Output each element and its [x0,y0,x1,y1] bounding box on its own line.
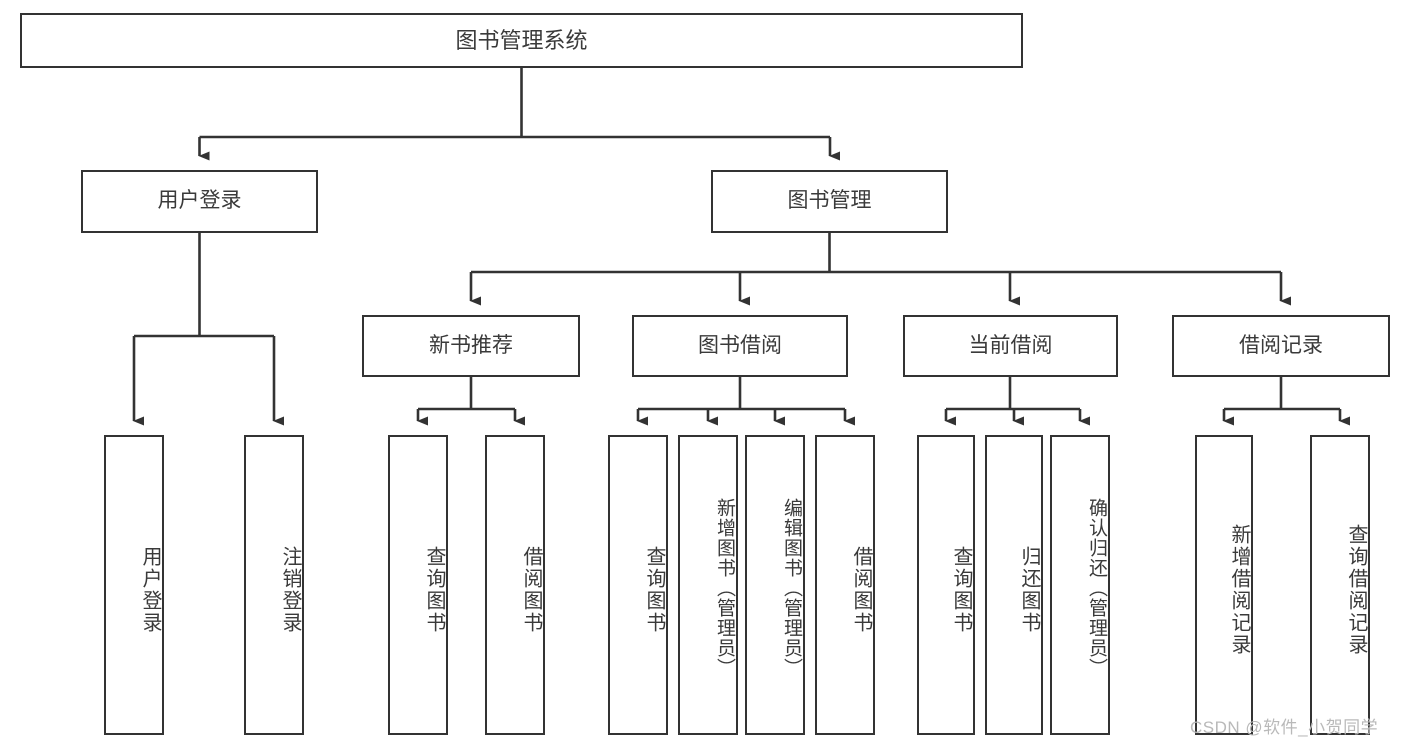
node-leaf-add-book-label: 新增图书（管理员） [714,498,735,678]
node-leaf-user-login-label: 用户登录 [139,546,161,634]
node-leaf-query-book-2-label: 查询图书 [643,546,665,634]
node-leaf-query-book-2[interactable]: 查询图书 [608,435,668,735]
node-leaf-borrow-book-1-label: 借阅图书 [520,546,542,634]
node-leaf-query-book-1[interactable]: 查询图书 [388,435,448,735]
node-book-manage-label: 图书管理 [787,189,872,213]
node-new-book-rec[interactable]: 新书推荐 [362,315,580,377]
node-leaf-confirm-return[interactable]: 确认归还（管理员） [1050,435,1110,735]
node-user-login[interactable]: 用户登录 [81,170,318,233]
node-leaf-query-record[interactable]: 查询借阅记录 [1310,435,1370,735]
node-leaf-add-book[interactable]: 新增图书（管理员） [678,435,738,735]
node-book-borrow-label: 图书借阅 [698,333,782,357]
node-new-book-rec-label: 新书推荐 [429,333,513,357]
node-leaf-query-book-1-label: 查询图书 [423,546,445,634]
node-leaf-borrow-book-2[interactable]: 借阅图书 [815,435,875,735]
node-leaf-borrow-book-1[interactable]: 借阅图书 [485,435,545,735]
node-leaf-return-book[interactable]: 归还图书 [985,435,1043,735]
node-leaf-query-book-3-label: 查询图书 [950,546,972,634]
watermark-text: CSDN @软件_小贺同学 [1190,718,1379,737]
node-leaf-edit-book-label: 编辑图书（管理员） [781,498,802,678]
node-user-login-label: 用户登录 [157,189,242,213]
node-book-manage[interactable]: 图书管理 [711,170,948,233]
node-leaf-logout-label: 注销登录 [279,546,301,634]
node-current-borrow-label: 当前借阅 [968,333,1053,357]
node-borrow-record[interactable]: 借阅记录 [1172,315,1390,377]
node-leaf-add-record[interactable]: 新增借阅记录 [1195,435,1253,735]
node-root[interactable]: 图书管理系统 [20,13,1023,68]
node-current-borrow[interactable]: 当前借阅 [903,315,1118,377]
node-leaf-confirm-return-label: 确认归还（管理员） [1086,498,1107,678]
node-leaf-query-record-label: 查询借阅记录 [1345,524,1367,656]
node-leaf-add-record-label: 新增借阅记录 [1228,524,1250,656]
connector-lines [132,68,1350,426]
node-leaf-logout[interactable]: 注销登录 [244,435,304,735]
node-leaf-query-book-3[interactable]: 查询图书 [917,435,975,735]
node-leaf-borrow-book-2-label: 借阅图书 [850,546,872,634]
node-root-label: 图书管理系统 [455,27,588,53]
node-leaf-user-login[interactable]: 用户登录 [104,435,164,735]
node-book-borrow[interactable]: 图书借阅 [632,315,848,377]
node-leaf-edit-book[interactable]: 编辑图书（管理员） [745,435,805,735]
node-borrow-record-label: 借阅记录 [1239,333,1323,357]
node-leaf-return-book-label: 归还图书 [1018,546,1040,634]
